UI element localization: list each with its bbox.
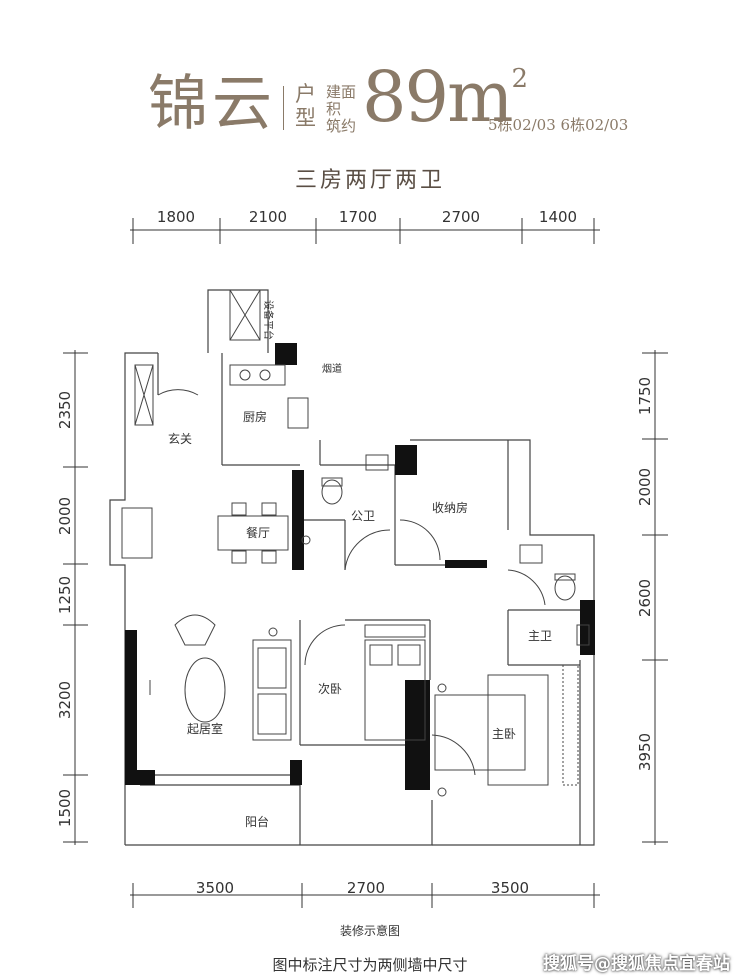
flue-label: 烟道 — [322, 362, 342, 375]
master-bath-fixtures — [507, 544, 590, 646]
equipment-platform-label: 设备平台 — [262, 300, 275, 340]
interior-walls — [140, 440, 580, 776]
area-superscript: 2 — [511, 64, 527, 94]
right-dimension-line — [642, 350, 668, 845]
second-bedroom-bed — [304, 624, 426, 741]
public-bath-label: 公卫 — [351, 509, 375, 523]
bottom-dim-3: 3500 — [491, 879, 529, 897]
right-dim-4: 3950 — [636, 733, 654, 771]
public-bath-fixtures — [321, 454, 391, 571]
kitchen-fixtures — [229, 289, 309, 429]
title-divider — [283, 86, 284, 130]
right-dim-2: 2000 — [636, 468, 654, 506]
structural-columns — [125, 343, 595, 790]
bottom-dim-2: 2700 — [347, 879, 385, 897]
right-dim-1: 1750 — [636, 377, 654, 415]
area-label: 建面 积 筑约 — [326, 84, 356, 135]
left-dim-1: 2350 — [56, 391, 74, 429]
top-dim-3: 1700 — [339, 208, 377, 226]
master-bath-label: 主卫 — [528, 629, 552, 643]
left-dim-3: 1250 — [56, 576, 74, 614]
top-dimension-line — [130, 218, 600, 244]
second-bedroom-label: 次卧 — [318, 682, 342, 696]
living-furniture — [149, 614, 292, 741]
left-dim-5: 1500 — [56, 789, 74, 827]
balcony-label: 阳台 — [245, 814, 269, 829]
right-dim-3: 2600 — [636, 579, 654, 617]
entrance-cabinet — [121, 364, 199, 559]
diagram-caption: 装修示意图 — [340, 923, 400, 938]
master-bedroom-bed — [431, 664, 579, 786]
left-dim-2: 2000 — [56, 497, 74, 535]
dining-table — [217, 502, 289, 564]
area-number: 89m — [362, 56, 513, 138]
unit-name: 锦云 — [148, 69, 276, 139]
bottom-dim-1: 3500 — [196, 879, 234, 897]
area-label-top: 建面 — [326, 83, 357, 101]
top-dim-1: 1800 — [157, 208, 195, 226]
top-dim-5: 1400 — [539, 208, 577, 226]
top-dim-4: 2700 — [442, 208, 480, 226]
area-label-bot: 筑约 — [326, 117, 357, 135]
left-dim-4: 3200 — [56, 681, 74, 719]
entrance-label: 玄关 — [168, 431, 192, 446]
area-value: 89m2 — [362, 62, 528, 132]
left-dimension-line — [63, 350, 88, 845]
wall-markers — [268, 535, 447, 797]
living-label: 起居室 — [187, 721, 223, 736]
bottom-dimension-line — [130, 883, 600, 908]
area-label-mid: 积 — [326, 100, 342, 118]
storage-label: 收纳房 — [432, 500, 468, 515]
building-units: 5栋02/03 6栋02/03 — [488, 116, 629, 134]
watermark: 搜狐号@搜狐焦点宜春站 — [543, 954, 730, 974]
top-dim-2: 2100 — [249, 208, 287, 226]
dining-label: 餐厅 — [246, 525, 270, 540]
outer-walls — [109, 289, 595, 846]
storage-door — [399, 519, 441, 561]
kitchen-label: 厨房 — [243, 409, 267, 424]
unit-type-label: 户型 — [295, 82, 316, 130]
dimension-note: 图中标注尺寸为两侧墙中尺寸 — [272, 956, 468, 974]
master-bedroom-label: 主卧 — [492, 727, 516, 741]
layout-subtitle: 三房两厅两卫 — [294, 168, 445, 193]
